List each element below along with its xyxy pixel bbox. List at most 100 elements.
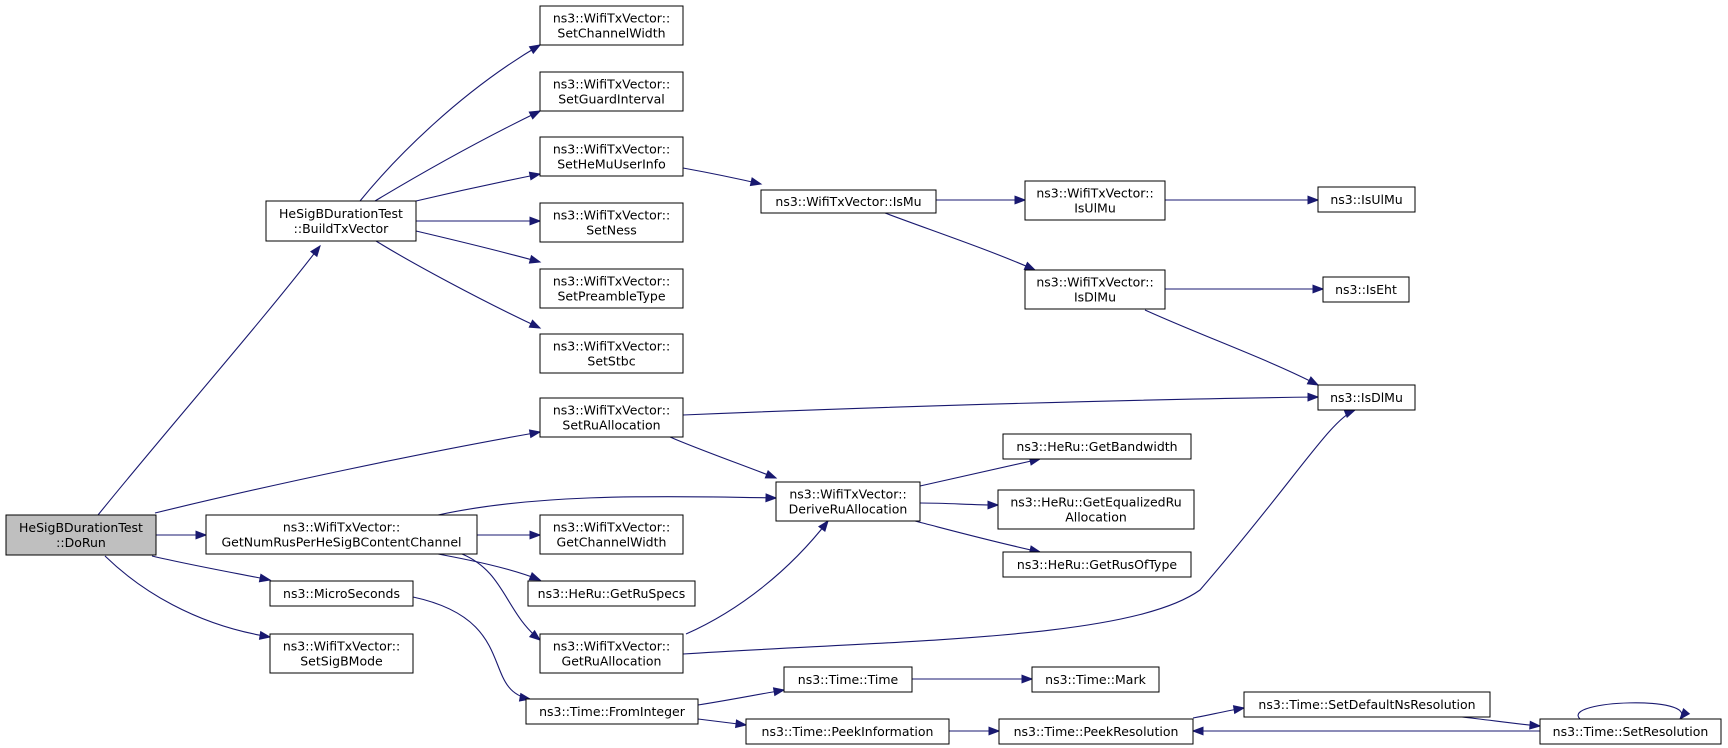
node-label-line: ns3::Time::PeekResolution <box>1014 724 1179 739</box>
edge-line <box>437 496 777 516</box>
edge-setrualloc-to-derive <box>669 436 778 479</box>
node-isdlmu_v[interactable]: ns3::WifiTxVector::IsDlMu <box>1024 269 1166 310</box>
edge-derive-to-geteq <box>919 500 1000 510</box>
node-setchw[interactable]: ns3::WifiTxVector::SetChannelWidth <box>539 5 684 46</box>
edge-dorun-to-setsigb <box>104 555 272 640</box>
edge-line <box>682 409 1356 655</box>
node-setres[interactable]: ns3::Time::SetResolution <box>1539 718 1722 745</box>
edge-buildtx-to-setgi <box>374 110 542 202</box>
node-getrusoftype[interactable]: ns3::HeRu::GetRusOfType <box>1002 551 1192 578</box>
edge-arrowhead <box>1021 674 1034 684</box>
node-isulmu[interactable]: ns3::IsUlMu <box>1317 186 1416 213</box>
edge-buildtx-to-setness <box>416 216 542 226</box>
node-ismu[interactable]: ns3::WifiTxVector::IsMu <box>760 189 937 214</box>
edge-arrowhead <box>528 571 542 581</box>
edge-line <box>375 240 541 329</box>
edge-arrowhead <box>772 687 786 697</box>
node-getbw[interactable]: ns3::HeRu::GetBandwidth <box>1002 433 1192 460</box>
node-derive[interactable]: ns3::WifiTxVector::DeriveRuAllocation <box>775 481 921 522</box>
edge-getnumrus-to-getrualloc <box>461 553 542 641</box>
node-peekres[interactable]: ns3::Time::PeekResolution <box>998 718 1194 745</box>
edge-line <box>919 502 999 506</box>
node-label-line: ns3::HeRu::GetRuSpecs <box>538 586 686 601</box>
node-label-line: ns3::Time::SetResolution <box>1553 724 1709 739</box>
edge-arrowhead <box>764 469 778 479</box>
node-box <box>539 71 684 112</box>
node-dorun[interactable]: HeSigBDurationTest::DoRun <box>5 514 157 556</box>
node-getruspecs[interactable]: ns3::HeRu::GetRuSpecs <box>527 580 696 607</box>
edge-getrualloc-to-derive <box>685 519 829 635</box>
node-buildtx[interactable]: HeSigBDurationTest::BuildTxVector <box>265 200 417 242</box>
edge-line <box>669 436 777 479</box>
edge-ismu-to-isdlmu_v <box>884 212 1037 271</box>
edge-arrowhead <box>818 519 829 533</box>
node-getchw[interactable]: ns3::WifiTxVector::GetChannelWidth <box>539 514 684 555</box>
node-label-line: ns3::WifiTxVector:: <box>553 208 670 223</box>
edge-line <box>359 44 541 202</box>
node-label-line: ns3::WifiTxVector:: <box>553 274 670 289</box>
edge-line <box>97 245 321 516</box>
node-label-line: ns3::IsEht <box>1335 282 1397 297</box>
node-label-line: SetStbc <box>587 354 635 369</box>
edge-line <box>437 553 541 581</box>
node-fromint[interactable]: ns3::Time::FromInteger <box>525 698 699 725</box>
node-box <box>775 481 921 522</box>
node-label-line: ns3::HeRu::GetBandwidth <box>1016 439 1177 454</box>
edge-arrowhead <box>1679 708 1691 721</box>
node-label-line: ns3::WifiTxVector:: <box>553 142 670 157</box>
edge-line <box>682 167 762 185</box>
call-nodes: HeSigBDurationTest::DoRunHeSigBDurationT… <box>5 5 1722 745</box>
node-label-line: SetRuAllocation <box>562 418 660 433</box>
node-label-line: ns3::WifiTxVector:: <box>553 77 670 92</box>
node-label-line: ns3::WifiTxVector::IsMu <box>775 194 921 209</box>
node-label-line: ns3::WifiTxVector:: <box>789 487 906 502</box>
node-box <box>539 633 684 674</box>
node-setrualloc[interactable]: ns3::WifiTxVector::SetRuAllocation <box>539 397 684 438</box>
edge-arrowhead <box>1191 726 1204 736</box>
node-box <box>269 633 414 674</box>
node-setsigb[interactable]: ns3::WifiTxVector::SetSigBMode <box>269 633 414 674</box>
edge-line <box>151 555 271 581</box>
node-box <box>5 514 157 556</box>
edge-line <box>914 520 1041 553</box>
node-label-line: ns3::Time::Time <box>798 672 899 687</box>
node-label-line: SetNess <box>586 223 637 238</box>
node-box <box>205 514 478 555</box>
node-isdlmu[interactable]: ns3::IsDlMu <box>1317 384 1416 411</box>
node-label-line: SetChannelWidth <box>557 26 665 41</box>
node-sethemu[interactable]: ns3::WifiTxVector::SetHeMuUserInfo <box>539 136 684 177</box>
node-getrualloc[interactable]: ns3::WifiTxVector::GetRuAllocation <box>539 633 684 674</box>
node-box <box>998 718 1194 745</box>
node-setgi[interactable]: ns3::WifiTxVector::SetGuardInterval <box>539 71 684 112</box>
node-setstbc[interactable]: ns3::WifiTxVector::SetStbc <box>539 333 684 374</box>
node-label-line: ns3::WifiTxVector:: <box>553 520 670 535</box>
edge-arrowhead <box>765 493 778 503</box>
node-peekinfo[interactable]: ns3::Time::PeekInformation <box>745 718 950 745</box>
node-mark[interactable]: ns3::Time::Mark <box>1031 666 1160 693</box>
node-label-line: ns3::WifiTxVector:: <box>553 639 670 654</box>
node-setness[interactable]: ns3::WifiTxVector::SetNess <box>539 202 684 243</box>
node-micro[interactable]: ns3::MicroSeconds <box>269 580 414 607</box>
node-time[interactable]: ns3::Time::Time <box>783 666 913 693</box>
edge-arrowhead <box>1232 705 1246 715</box>
node-label-line: ns3::WifiTxVector:: <box>1036 275 1153 290</box>
node-label-line: SetPreambleType <box>557 289 665 304</box>
edge-line <box>104 555 271 638</box>
node-label-line: SetSigBMode <box>300 654 383 669</box>
edge-time-to-mark <box>912 674 1034 684</box>
node-isulmu_v[interactable]: ns3::WifiTxVector::IsUlMu <box>1024 180 1166 221</box>
edge-getnumrus-to-getchw <box>477 530 542 540</box>
node-label-line: HeSigBDurationTest <box>19 520 143 535</box>
node-setpre[interactable]: ns3::WifiTxVector::SetPreambleType <box>539 268 684 309</box>
edge-arrowhead <box>528 629 542 641</box>
node-getnumrus[interactable]: ns3::WifiTxVector::GetNumRusPerHeSigBCon… <box>205 514 478 555</box>
node-box <box>539 268 684 309</box>
node-setdefns[interactable]: ns3::Time::SetDefaultNsResolution <box>1243 691 1491 718</box>
node-iseht[interactable]: ns3::IsEht <box>1322 276 1410 303</box>
node-box <box>265 200 417 242</box>
node-box <box>1002 433 1192 460</box>
node-label-line: ns3::IsDlMu <box>1330 390 1403 405</box>
edge-buildtx-to-setpre <box>415 230 542 264</box>
node-label-line: ns3::WifiTxVector:: <box>553 11 670 26</box>
